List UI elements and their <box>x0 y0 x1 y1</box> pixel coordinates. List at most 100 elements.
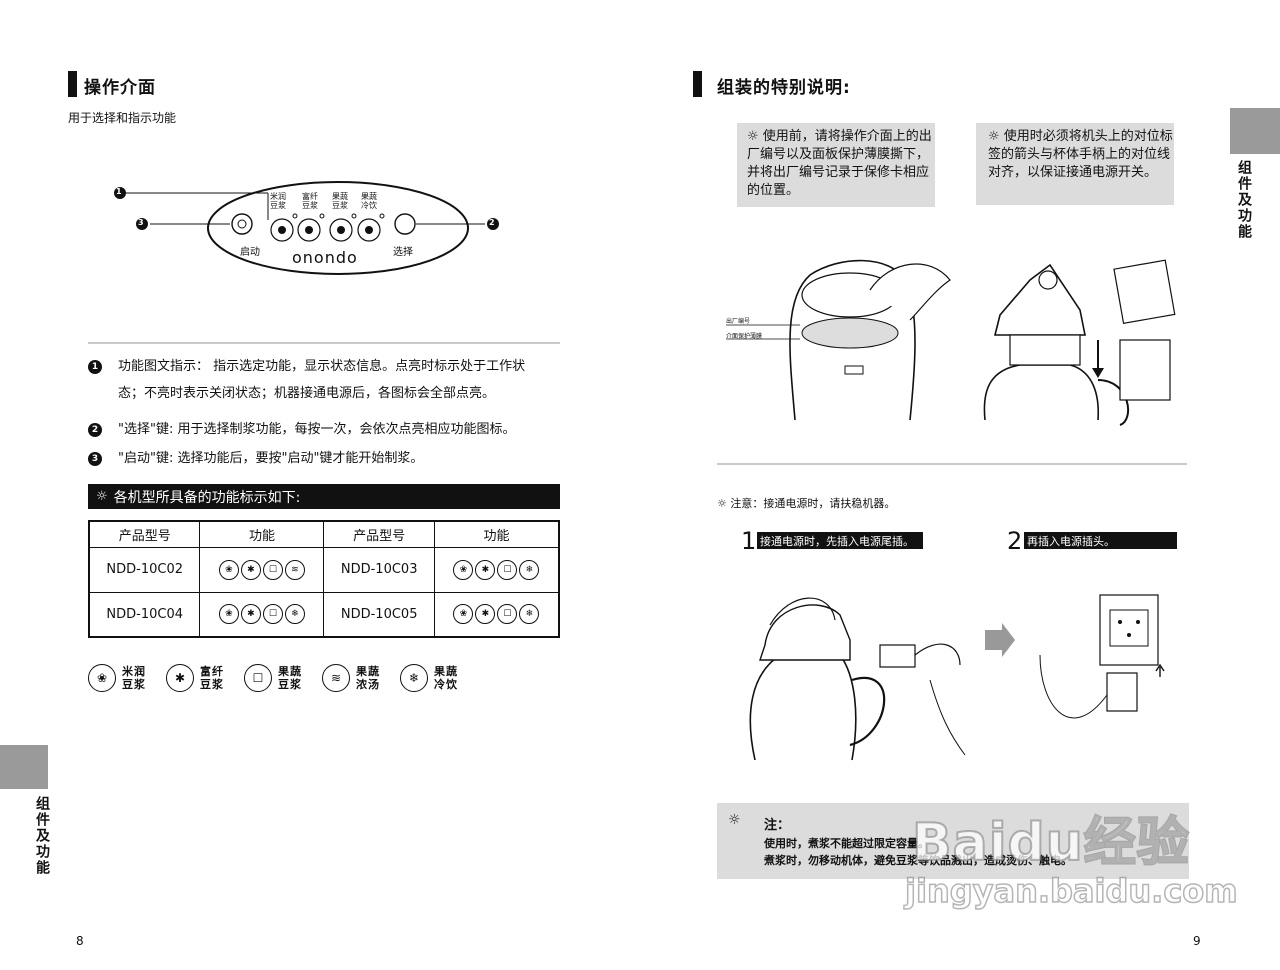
table-cell-model: NDD-10C04 <box>88 591 201 638</box>
legend-item: ≋果蔬 浓汤 <box>322 664 380 692</box>
watermark-logo: Baidu经验 <box>911 812 1190 874</box>
table-header: 功能 <box>199 520 325 548</box>
fiber-icon: ✱ <box>240 604 261 625</box>
side-tab-left <box>0 745 48 789</box>
step-number-2: 2 <box>1007 527 1023 555</box>
soy-icon: ❀ <box>218 559 239 580</box>
legend-label: 果蔬 豆浆 <box>278 665 302 691</box>
note-title: 注： <box>764 818 791 833</box>
note-line-1: 使用时，煮浆不能超过限定容量。 <box>764 837 929 850</box>
step-2-banner: 再插入电源插头。 <box>1024 532 1177 549</box>
table-cell-icons: ❀✱☐❄ <box>199 591 325 638</box>
side-tab-right <box>1230 108 1280 154</box>
diagram-label-serial: 出厂编号 <box>726 318 751 325</box>
page-number-left: 8 <box>76 934 84 948</box>
info-box-1: ☼ 使用前，请将操作介面上的出厂编号以及面板保护薄膜撕下，并将出厂编号记录于保修… <box>737 123 935 207</box>
callout-1: 1 <box>116 187 122 196</box>
legend-item: ☐果蔬 豆浆 <box>244 664 302 692</box>
table-header: 产品型号 <box>88 520 201 548</box>
soup-icon: ≋ <box>284 559 305 580</box>
models-banner-text: 各机型所具备的功能标示如下: <box>113 489 301 506</box>
item-text-1b: 态；不亮时表示关闭状态；机器接通电源后，各图标会全部点亮。 <box>118 386 496 401</box>
item-number-3: 3 <box>88 452 102 466</box>
fiber-icon: ✱ <box>240 559 261 580</box>
power-notice: ☼ 注意：接通电源时，请扶稳机器。 <box>717 495 895 511</box>
callout-2: 2 <box>489 218 495 227</box>
lamp-icon: ☼ <box>96 489 108 504</box>
table-header: 功能 <box>433 520 560 548</box>
lamp-icon: ☼ <box>717 497 731 510</box>
models-banner: ☼ 各机型所具备的功能标示如下: <box>88 484 560 509</box>
brand-logo: onondo <box>292 248 358 267</box>
watermark-url: jingyan.baidu.com <box>904 871 1238 911</box>
divider <box>717 463 1187 465</box>
item-number-1: 1 <box>88 360 102 374</box>
item-number-2: 2 <box>88 423 102 437</box>
fruit-soy-icon: ☐ <box>262 559 283 580</box>
page-title-left: 操作介面 <box>84 78 156 98</box>
subtitle: 用于选择和指示功能 <box>68 111 177 125</box>
item-text-2: "选择"键: 用于选择制浆功能，每按一次，会依次点亮相应功能图标。 <box>118 422 516 437</box>
table-cell-model: NDD-10C02 <box>88 546 201 593</box>
power-connection-illustration <box>749 594 1165 761</box>
legend-label: 富纤 豆浆 <box>200 665 224 691</box>
diagram-label-film: 介面保护薄膜 <box>726 333 763 340</box>
side-tab-label-right: 组件及功能 <box>1236 160 1252 240</box>
legend-item: ❄果蔬 冷饮 <box>400 664 458 692</box>
soy-icon: ❀ <box>218 604 239 625</box>
power-notice-text: 注意：接通电源时，请扶稳机器。 <box>730 497 896 510</box>
callout-3: 3 <box>138 218 144 227</box>
legend-item: ✱富纤 豆浆 <box>166 664 224 692</box>
soy-icon: ❀ <box>453 604 474 625</box>
soy-icon: ❀ <box>453 559 474 580</box>
panel-label-3: 果蔬 豆浆 <box>332 192 348 210</box>
cold-drink-icon: ❄ <box>400 664 428 692</box>
fiber-icon: ✱ <box>475 559 496 580</box>
cold-drink-icon: ❄ <box>519 559 540 580</box>
fruit-soy-icon: ☐ <box>244 664 272 692</box>
control-panel-diagram <box>114 181 499 275</box>
fiber-icon: ✱ <box>475 604 496 625</box>
soup-icon: ≋ <box>322 664 350 692</box>
item-text-1: 功能图文指示： 指示选定功能，显示状态信息。点亮时标示处于工作状 <box>118 359 526 374</box>
lamp-icon: ☼ <box>747 129 763 144</box>
models-table: 产品型号 功能 产品型号 功能 NDD-10C02 ❀✱☐≋ NDD-10C03… <box>88 520 560 638</box>
table-cell-model: NDD-10C03 <box>323 546 435 593</box>
assembly-illustration <box>726 259 1176 426</box>
legend-label: 果蔬 冷饮 <box>434 665 458 691</box>
heading-bar <box>68 71 77 97</box>
cold-drink-icon: ❄ <box>519 604 540 625</box>
table-cell-icons: ❀✱☐❄ <box>433 591 560 638</box>
info-box-2-text: 使用时必须将机头上的对位标签的箭头与杯体手柄上的对位线对齐，以保证接通电源开关。 <box>988 129 1173 180</box>
fruit-soy-icon: ☐ <box>262 604 283 625</box>
note-line-2: 煮浆时，勿移动机体，避免豆浆等饮品溅出，造成烫伤、触电。 <box>764 854 1072 867</box>
panel-label-2: 富纤 豆浆 <box>302 192 318 210</box>
divider <box>88 342 560 344</box>
legend-label: 米润 豆浆 <box>122 665 146 691</box>
panel-label-1: 米润 豆浆 <box>270 192 286 210</box>
panel-label-4: 果蔬 冷饮 <box>361 192 377 210</box>
fiber-icon: ✱ <box>166 664 194 692</box>
start-label: 启动 <box>240 247 260 258</box>
legend-label: 果蔬 浓汤 <box>356 665 380 691</box>
function-legend: ❀米润 豆浆 ✱富纤 豆浆 ☐果蔬 豆浆 ≋果蔬 浓汤 ❄果蔬 冷饮 <box>88 664 458 692</box>
table-header: 产品型号 <box>323 520 435 548</box>
soy-icon: ❀ <box>88 664 116 692</box>
item-text-3: "启动"键: 选择功能后，要按"启动"键才能开始制浆。 <box>118 451 424 466</box>
page-number-right: 9 <box>1193 934 1201 948</box>
info-box-1-text: 使用前，请将操作介面上的出厂编号以及面板保护薄膜撕下，并将出厂编号记录于保修卡相… <box>747 129 932 198</box>
step-number-1: 1 <box>741 527 757 555</box>
legend-item: ❀米润 豆浆 <box>88 664 146 692</box>
select-label: 选择 <box>393 247 413 258</box>
step-1-banner: 接通电源时，先插入电源尾插。 <box>757 532 923 549</box>
lamp-icon: ☼ <box>728 812 741 828</box>
cold-drink-icon: ❄ <box>284 604 305 625</box>
table-cell-icons: ❀✱☐❄ <box>433 546 560 593</box>
page-title-right: 组装的特别说明: <box>717 78 851 98</box>
heading-bar <box>693 71 702 97</box>
table-cell-icons: ❀✱☐≋ <box>199 546 325 593</box>
side-tab-label-left: 组件及功能 <box>34 796 50 876</box>
fruit-soy-icon: ☐ <box>497 604 518 625</box>
note-box <box>717 803 1189 879</box>
info-box-2: ☼ 使用时必须将机头上的对位标签的箭头与杯体手柄上的对位线对齐，以保证接通电源开… <box>976 123 1174 205</box>
